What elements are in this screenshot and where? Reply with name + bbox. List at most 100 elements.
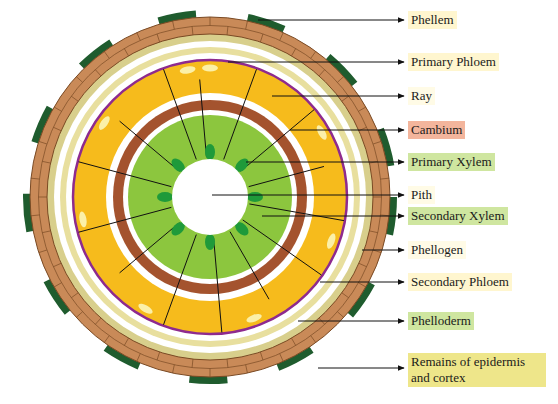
part-label: Primary Phloem bbox=[408, 53, 499, 71]
brick-line bbox=[71, 293, 78, 298]
primary-phloem-patches bbox=[78, 65, 337, 325]
part-label: Remains of epidermis and cortex bbox=[408, 353, 546, 387]
primary-phloem-patch bbox=[315, 124, 329, 141]
ray-line bbox=[163, 235, 196, 325]
brick-line bbox=[280, 354, 283, 362]
brick-line bbox=[342, 293, 349, 298]
leader-line bbox=[262, 216, 404, 217]
brick-line bbox=[71, 96, 78, 101]
brick-line bbox=[95, 318, 101, 324]
brick-line bbox=[104, 51, 109, 58]
brick-line bbox=[31, 178, 39, 180]
brick-line bbox=[173, 365, 175, 373]
leader-line bbox=[298, 321, 404, 322]
brick-line bbox=[311, 336, 316, 343]
brick-line bbox=[369, 231, 377, 233]
part-label: Phellem bbox=[408, 11, 457, 29]
leader-line bbox=[318, 368, 404, 369]
brick-line bbox=[359, 283, 366, 287]
phellem-ring bbox=[30, 17, 390, 377]
cambium-ring bbox=[113, 100, 307, 294]
brick-line bbox=[124, 338, 128, 345]
primary-xylem-group bbox=[247, 192, 263, 202]
primary-xylem-group bbox=[157, 192, 173, 202]
brick-line bbox=[342, 96, 349, 101]
brick-line bbox=[42, 161, 50, 163]
leader-line bbox=[212, 195, 404, 196]
primary-phloem-patch bbox=[97, 114, 112, 131]
brick-line bbox=[54, 283, 61, 287]
brick-line bbox=[157, 352, 160, 360]
ray-line bbox=[213, 237, 221, 333]
ray-line bbox=[230, 232, 269, 300]
brick-line bbox=[39, 197, 48, 198]
leader-line bbox=[290, 130, 404, 131]
brick-line bbox=[76, 312, 82, 318]
brick-line bbox=[104, 336, 109, 343]
brick-line bbox=[39, 250, 47, 253]
brick-line bbox=[337, 312, 343, 318]
brick-line bbox=[210, 369, 211, 378]
leader-lines bbox=[212, 20, 404, 368]
brick-line bbox=[246, 365, 248, 373]
ray-line bbox=[200, 79, 207, 157]
brick-line bbox=[192, 359, 194, 367]
brick-line bbox=[157, 34, 160, 42]
white-ring bbox=[54, 41, 366, 353]
ray-line bbox=[79, 162, 172, 187]
brick-line bbox=[373, 197, 382, 198]
brick-line bbox=[39, 141, 47, 144]
part-label: Pith bbox=[408, 186, 435, 204]
brick-line bbox=[359, 107, 366, 111]
white-ring bbox=[123, 110, 297, 284]
brick-line bbox=[260, 352, 263, 360]
primary-xylem-groups bbox=[157, 144, 263, 250]
leader-line bbox=[320, 282, 404, 283]
primary-phloem-patch bbox=[245, 312, 262, 324]
secondary-xylem bbox=[128, 115, 292, 279]
primary-xylem-group bbox=[205, 234, 215, 250]
part-label: Phellogen bbox=[408, 241, 466, 259]
brick-line bbox=[53, 127, 61, 130]
brick-line bbox=[54, 107, 61, 111]
primary-phloem-patch bbox=[202, 65, 218, 72]
brick-line bbox=[246, 21, 248, 29]
primary-phloem-patch bbox=[137, 302, 154, 316]
brick-line bbox=[76, 77, 82, 83]
ray-line bbox=[243, 220, 322, 275]
brick-line bbox=[260, 34, 263, 42]
brick-line bbox=[192, 26, 194, 34]
part-label: Phelloderm bbox=[408, 312, 474, 330]
brick-line bbox=[137, 33, 140, 41]
ray-line bbox=[79, 207, 172, 232]
brick-line bbox=[359, 263, 367, 266]
brick-line bbox=[381, 178, 389, 180]
part-label: Secondary Phloem bbox=[408, 273, 512, 291]
brick-line bbox=[280, 33, 283, 41]
stem-rings bbox=[27, 14, 393, 380]
brick-line bbox=[173, 21, 175, 29]
brick-line bbox=[319, 70, 325, 76]
brick-line bbox=[227, 359, 229, 367]
part-label: Primary Xylem bbox=[408, 153, 495, 171]
ray-line bbox=[120, 223, 180, 273]
phelloderm-ring bbox=[60, 47, 360, 347]
part-label: Secondary Xylem bbox=[408, 207, 508, 225]
brick-line bbox=[95, 70, 101, 76]
secondary-phloem-ring bbox=[73, 60, 347, 334]
epidermis-remains bbox=[27, 14, 393, 380]
brick-line bbox=[31, 214, 39, 216]
ray-line bbox=[249, 166, 324, 186]
ray-line bbox=[163, 69, 196, 159]
brick-line bbox=[210, 17, 211, 26]
leader-line bbox=[362, 250, 404, 251]
brick-line bbox=[311, 51, 316, 58]
part-label: Cambium bbox=[408, 121, 465, 139]
brick-line bbox=[53, 263, 61, 266]
brick-line bbox=[227, 26, 229, 34]
leader-line bbox=[228, 62, 404, 63]
brick-line bbox=[39, 26, 382, 369]
primary-phloem-patch bbox=[78, 211, 88, 228]
brick-line bbox=[373, 141, 381, 144]
